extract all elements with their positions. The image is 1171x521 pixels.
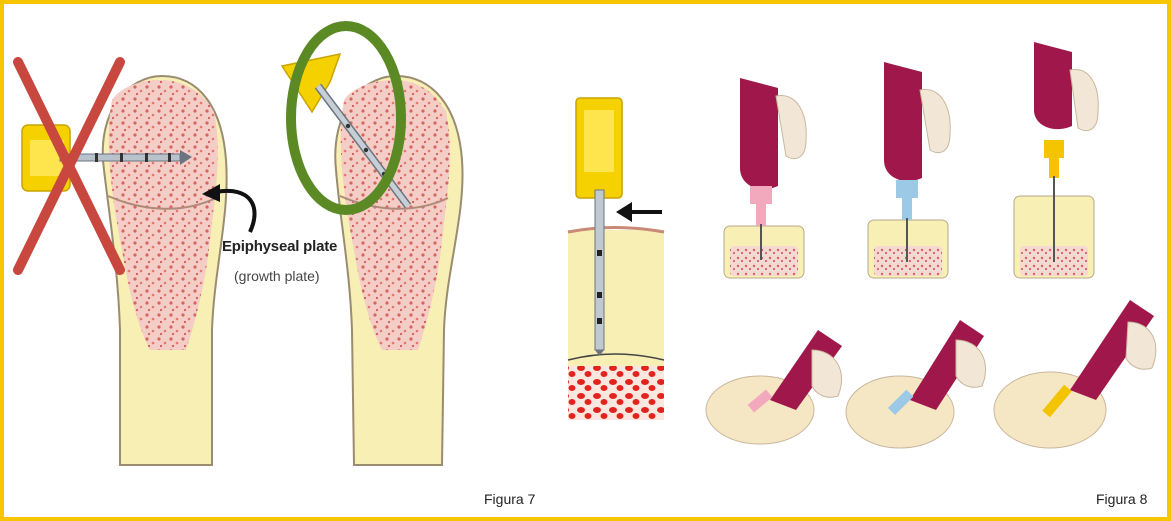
insertion-cross-section	[568, 98, 664, 420]
hand-driver-blue	[846, 320, 986, 448]
growth-plate-sublabel: (growth plate)	[234, 268, 320, 284]
epiphyseal-plate-label: Epiphyseal plate	[222, 238, 337, 255]
hand-driver-yellow	[994, 300, 1156, 448]
figure-7-caption: Figura 7	[484, 491, 535, 507]
driver-yellow-hub	[1014, 42, 1098, 278]
hand-driver-pink	[706, 330, 842, 444]
arrow-left-icon	[616, 202, 662, 222]
figure-8-caption: Figura 8	[1096, 491, 1147, 507]
driver-blue-hub	[868, 62, 950, 278]
driver-pink-hub	[724, 78, 806, 278]
